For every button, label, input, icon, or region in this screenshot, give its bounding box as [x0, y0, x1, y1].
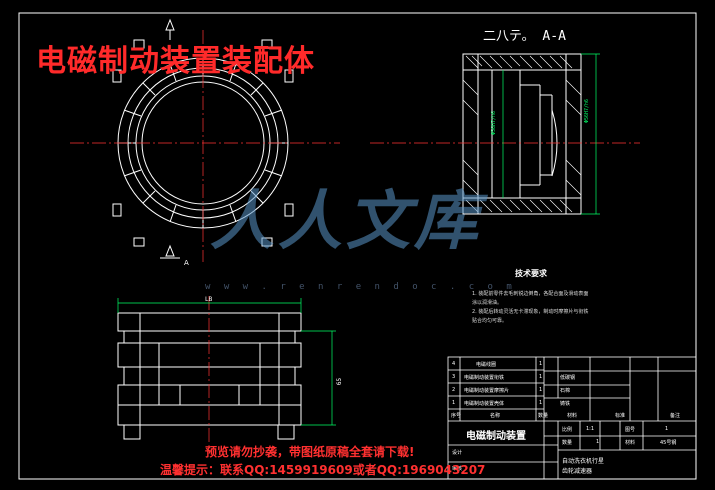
designer-label: 设计: [452, 450, 463, 456]
drawing-name: 电磁制动装置: [466, 431, 526, 442]
warning-line-2: 温馨提示：联系QQ:1459919609或者QQ:1969043207: [160, 463, 486, 477]
school-line1: 自动洗衣机行星: [562, 458, 605, 465]
part-material: 石棉: [560, 388, 571, 394]
header-material: 材料: [567, 413, 578, 419]
part-no: 2: [452, 387, 456, 393]
tech-note: 1. 装配前零件去毛刺锐边倒角，各配合面及滑动表面: [472, 291, 589, 297]
school-line2: 齿轮减速器: [562, 468, 593, 475]
watermark-logo: 人人文库: [210, 185, 482, 259]
scale-value: 1:1: [586, 426, 595, 432]
part-name: 电磁制动装置壳体: [464, 401, 505, 407]
header-qty: 数量: [538, 413, 549, 419]
tech-requirements-title: 技术要求: [515, 269, 547, 278]
watermark-url: w w w . r e n r e n d o c . c o m: [205, 282, 516, 292]
side-view: [117, 312, 302, 440]
sheet-label: 图号: [625, 427, 636, 433]
part-no: 1: [452, 400, 456, 406]
section-label: 二八テ。 A-A: [483, 29, 566, 44]
section-hatching: [462, 55, 582, 213]
part-qty: 1: [539, 400, 543, 406]
side-view-dimensions: [117, 298, 336, 426]
part-name: 电磁制动装置摩擦片: [464, 388, 510, 394]
svg-text:A: A: [184, 259, 189, 267]
part-material: 铸铁: [560, 401, 571, 407]
count-value: 1: [596, 439, 600, 445]
part-name: 电磁线圈: [476, 362, 497, 368]
section-arrows: A: [160, 18, 189, 267]
overlay-title: 电磁制动装置装配体: [36, 44, 315, 79]
tech-requirements-notes: 1. 装配前零件去毛刺锐边倒角，各配合面及滑动表面 涂以润滑油。 2. 装配后转…: [472, 290, 617, 326]
drawing-border: [18, 12, 697, 480]
header-no: 序号: [451, 413, 462, 419]
tech-note: 2. 装配后转动灵活无卡滞现象，制动时摩擦片与衔铁: [472, 309, 589, 315]
warning-line-1: 预览请勿抄袭，带图纸原稿全套请下载!: [205, 445, 415, 459]
dim-height-label: 65: [336, 377, 344, 386]
header-standard: 标准: [615, 413, 626, 419]
header-name: 名称: [490, 413, 501, 419]
section-dimensions: [502, 53, 600, 215]
part-qty: 1: [539, 361, 543, 367]
material-label: 材料: [625, 440, 636, 446]
sheet-value: 1: [665, 426, 669, 432]
dim-diam-left-label: Φ56H7/h6: [491, 110, 498, 136]
part-material: 低碳钢: [560, 375, 576, 381]
dim-diam-right-label: Φ56H7/h6: [584, 98, 591, 124]
count-label: 数量: [562, 440, 573, 446]
part-name: 电磁制动装置衔铁: [464, 375, 505, 381]
scale-label: 比例: [562, 427, 573, 433]
part-qty: 1: [539, 387, 543, 393]
part-no: 4: [452, 361, 456, 367]
header-note: 备注: [670, 413, 681, 419]
tech-note: 涂以润滑油。: [472, 300, 503, 306]
front-view-centerlines: [70, 30, 340, 262]
part-qty: 1: [539, 374, 543, 380]
checker-label: 审核: [452, 466, 463, 472]
part-no: 3: [452, 374, 456, 380]
dim-width-label: LB: [205, 296, 213, 303]
title-block: [447, 356, 697, 480]
tech-note: 贴合均匀可靠。: [472, 318, 508, 324]
material-value: 45号钢: [660, 440, 677, 446]
section-view: [462, 53, 582, 215]
